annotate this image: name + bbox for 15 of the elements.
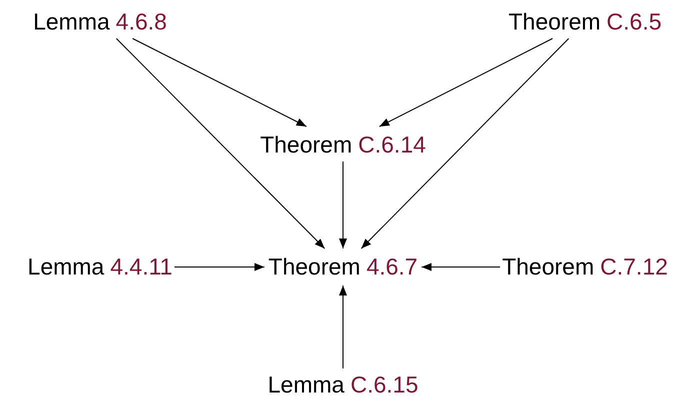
reference-label: Lemma C.6.15 <box>268 370 418 400</box>
arrow <box>339 161 347 249</box>
reference-label: Theorem C.6.5 <box>508 8 662 36</box>
arrow <box>116 38 326 249</box>
reference-label: Lemma 4.4.11 <box>28 252 172 282</box>
arrow <box>378 38 554 127</box>
reference-label: Theorem 4.6.7 <box>268 252 418 282</box>
arrow <box>421 263 501 271</box>
arrow <box>132 38 307 127</box>
arrow <box>339 285 347 369</box>
reference-label: Theorem C.7.12 <box>502 252 668 282</box>
reference-label: Theorem C.6.14 <box>260 130 426 160</box>
arrow <box>174 263 265 271</box>
arrow <box>360 38 570 249</box>
reference-label: Lemma 4.6.8 <box>33 8 167 36</box>
